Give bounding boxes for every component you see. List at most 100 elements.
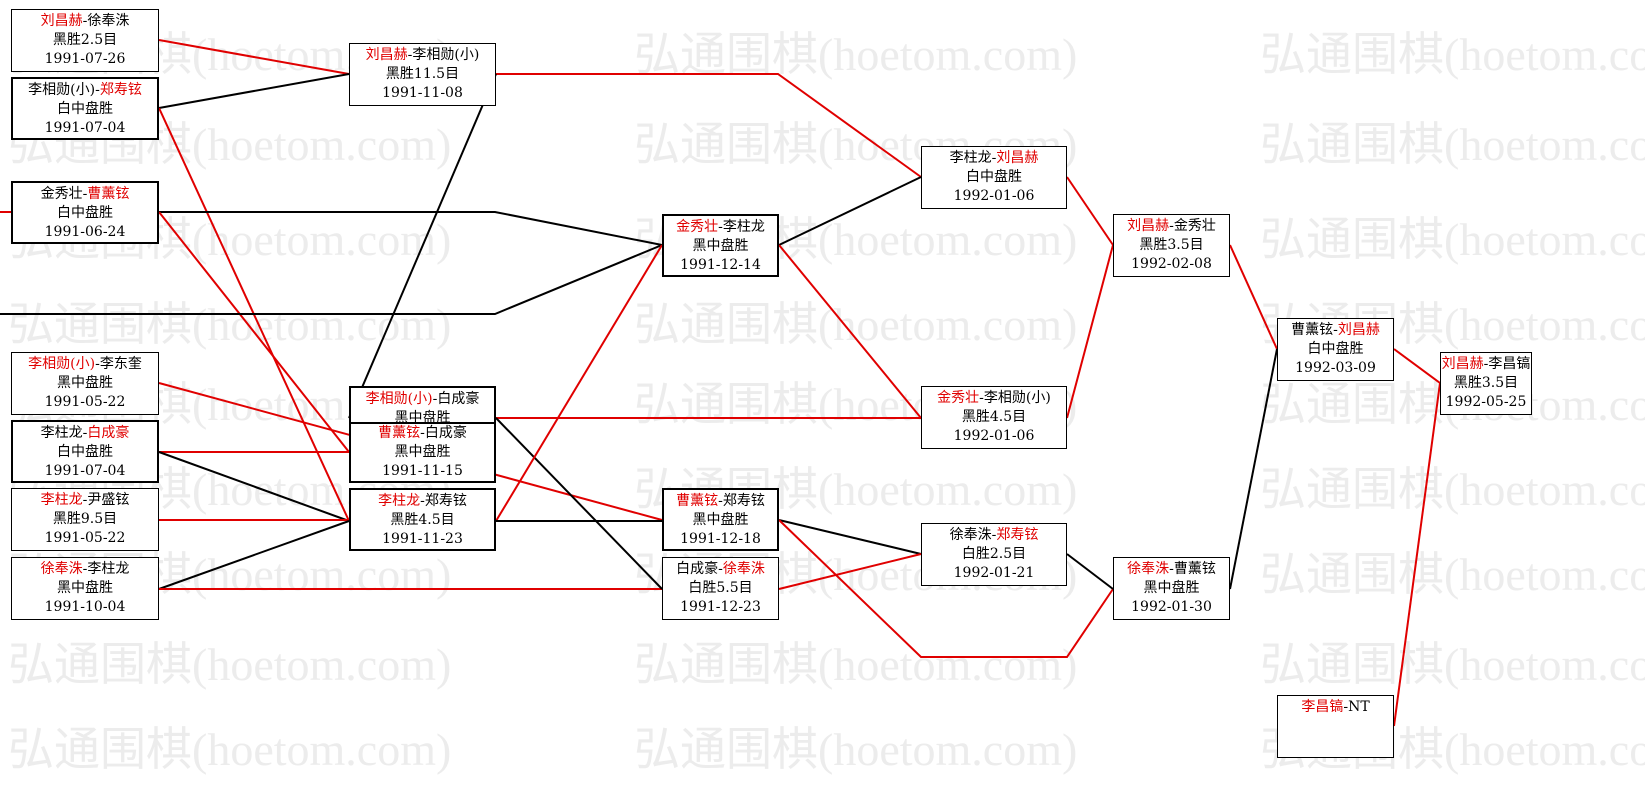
game-date: 1991-11-08	[382, 85, 463, 101]
white-player-name: 郑寿铉	[722, 493, 765, 509]
game-result: 黑中盘胜	[394, 410, 451, 424]
white-player-name: 李东奎	[99, 356, 142, 372]
game-players: 曹薰铉-白成豪	[351, 424, 494, 443]
black-player-name: 刘昌赫	[1441, 356, 1484, 372]
players-separator: -	[718, 219, 723, 235]
game-players: 金秀壮-李柱龙	[664, 218, 777, 237]
game-result: 黑胜3.5目	[1453, 375, 1519, 391]
players-separator: -	[991, 527, 997, 543]
black-player-name: 金秀壮	[40, 186, 83, 202]
game-result: 黑胜4.5目	[961, 409, 1027, 425]
winner-path-line	[1393, 382, 1441, 727]
black-player-name: 曹薰铉	[676, 493, 719, 509]
game-result: 白中盘胜	[966, 169, 1022, 185]
loser-path-line	[159, 211, 663, 246]
game-result: 黑中盘胜	[57, 375, 113, 391]
white-player-name: 白成豪	[437, 391, 480, 407]
game-players: 徐奉洙-郑寿铉	[922, 526, 1066, 545]
game-result: 白中盘胜	[1307, 341, 1364, 357]
game-date: 1991-11-23	[382, 531, 463, 547]
game-date: 1991-05-22	[44, 394, 126, 410]
game-date: 1991-05-22	[44, 530, 126, 546]
winner-path-line	[1229, 244, 1278, 350]
game-players: 刘昌赫-徐奉洙	[12, 12, 158, 31]
game-date: 1992-01-21	[953, 565, 1035, 581]
winner-path-line	[495, 244, 663, 522]
players-separator: -	[718, 561, 723, 577]
game-players: 刘昌赫-李相勋(小)	[350, 46, 495, 65]
white-player-name: 金秀壮	[1173, 218, 1216, 234]
players-separator: -	[991, 150, 997, 166]
game-players: 刘昌赫-李昌镐	[1441, 355, 1531, 374]
black-player-name: 徐奉洙	[949, 527, 992, 543]
black-player-name: 刘昌赫	[1127, 218, 1170, 234]
white-player-name: 李柱龙	[87, 561, 130, 577]
game-box[interactable]: 刘昌赫-李相勋(小)黑胜11.5目 1991-11-08	[349, 43, 496, 106]
loser-path-line	[158, 73, 350, 109]
black-player-name: 李柱龙	[949, 150, 992, 166]
game-players: 金秀壮-曹薰铉	[13, 185, 157, 204]
loser-path-line	[158, 520, 350, 590]
white-player-name: 李柱龙	[722, 219, 765, 235]
game-result: 黑中盘胜	[1143, 580, 1200, 596]
game-box[interactable]: 李相勋(小)-白成豪黑中盘胜	[349, 386, 496, 424]
game-players: 李柱龙-郑寿铉	[351, 492, 494, 511]
black-player-name: 徐奉洙	[1127, 561, 1170, 577]
game-players: 李柱龙-白成豪	[13, 424, 157, 443]
players-separator: -	[82, 492, 88, 508]
game-result: 黑中盘胜	[692, 512, 749, 528]
loser-path-line	[0, 244, 663, 315]
white-player-name: 徐奉洙	[722, 561, 765, 577]
black-player-name: 刘昌赫	[40, 13, 83, 29]
game-box[interactable]: 李相勋(小)-李东奎黑中盘胜 1991-05-22	[11, 352, 159, 415]
game-date: 1991-11-15	[382, 463, 463, 479]
game-players: 徐奉洙-李柱龙	[12, 560, 158, 579]
black-player-name: 李相勋(小)	[28, 356, 96, 372]
game-date: 1992-01-06	[953, 188, 1035, 204]
game-date: 1991-10-04	[44, 599, 126, 615]
players-separator: -	[95, 82, 100, 98]
black-player-name: 李柱龙	[378, 493, 421, 509]
loser-path-line	[1066, 553, 1114, 590]
game-result: 黑胜11.5目	[385, 66, 460, 82]
players-separator: -	[95, 356, 100, 372]
black-player-name: 曹薰铉	[1291, 322, 1334, 338]
white-player-name: 徐奉洙	[87, 13, 130, 29]
players-separator: -	[82, 561, 88, 577]
game-players: 曹薰铉-刘昌赫	[1278, 321, 1393, 340]
winner-path-line	[778, 553, 922, 590]
white-player-name: 郑寿铉	[424, 493, 467, 509]
winner-path-line	[778, 519, 1114, 658]
game-players: 白成豪-徐奉洙	[663, 560, 778, 579]
game-players: 金秀壮-李相勋(小)	[922, 389, 1066, 408]
black-player-name: 金秀壮	[937, 390, 980, 406]
game-players: 曹薰铉-郑寿铉	[664, 492, 777, 511]
black-player-name: 李昌镐	[1301, 699, 1344, 715]
white-player-name: 郑寿铉	[996, 527, 1039, 543]
game-date: 1991-07-04	[44, 120, 126, 136]
players-separator: -	[82, 186, 88, 202]
game-players: 刘昌赫-金秀壮	[1114, 217, 1229, 236]
game-box[interactable]: 李昌镐-NT	[1277, 695, 1394, 758]
winner-path-line	[1393, 348, 1441, 384]
winner-path-line	[158, 39, 350, 75]
